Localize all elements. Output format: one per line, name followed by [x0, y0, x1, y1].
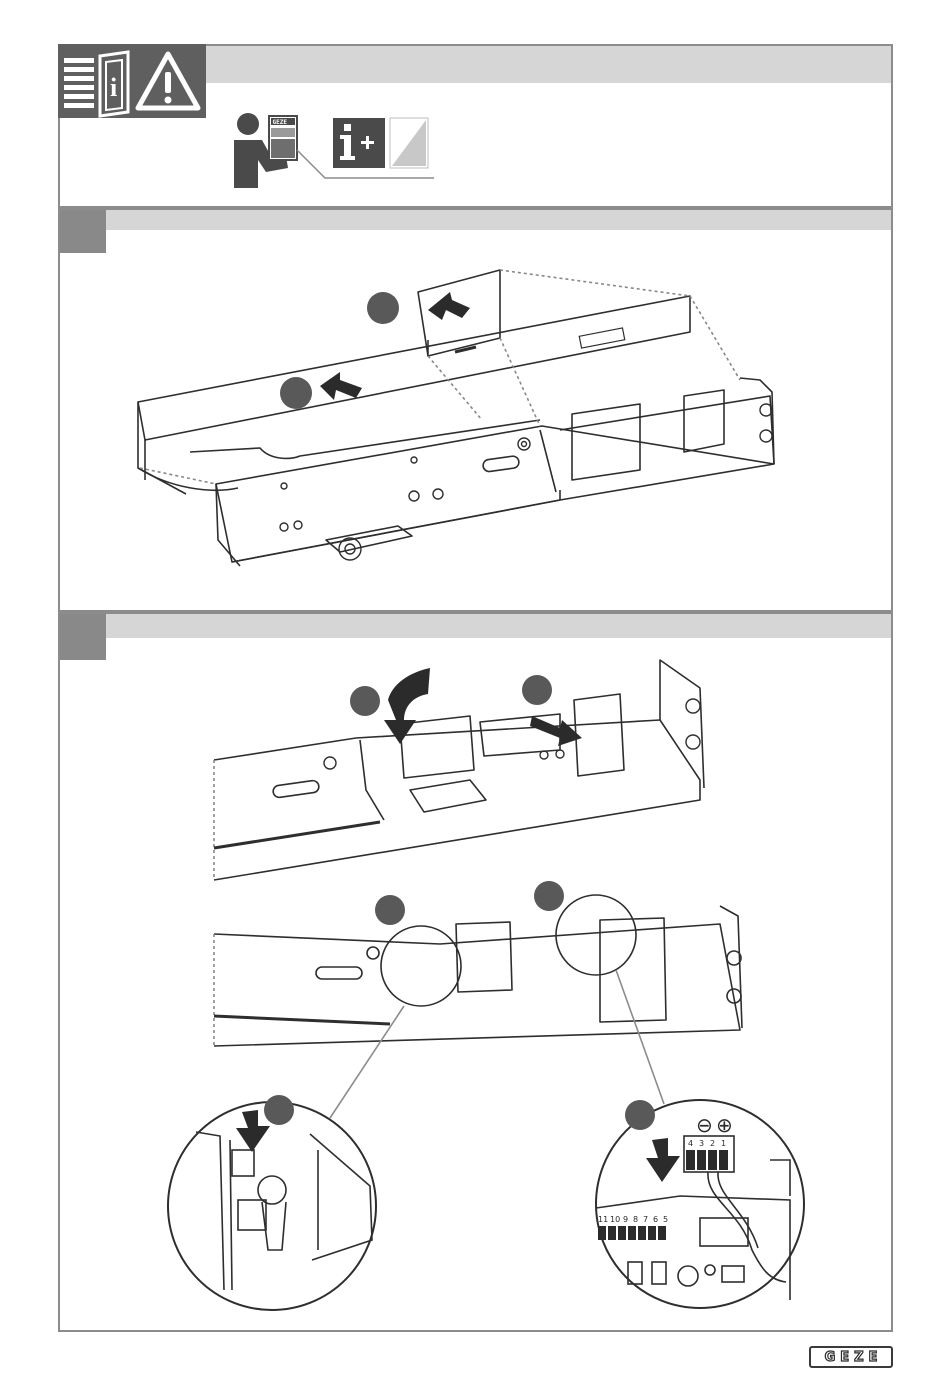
terminal-label-10: 10	[610, 1215, 620, 1224]
geze-brand-logo: GEZE	[809, 1346, 893, 1368]
detail-right: 4 3 2 1 11 10 9 8 7 6 5 ⊖ ⊕	[596, 1100, 804, 1308]
terminal-label-5: 5	[663, 1215, 668, 1224]
step-marker-5	[375, 895, 405, 925]
power-connector-label-4: 4	[688, 1139, 693, 1148]
terminal-label-11: 11	[598, 1215, 608, 1224]
terminal-label-7: 7	[643, 1215, 648, 1224]
power-connector-label-3: 3	[699, 1139, 704, 1148]
lower-unit-view	[214, 906, 742, 1046]
curved-arrow-icon	[384, 668, 430, 744]
arrow-right-icon	[530, 716, 582, 746]
step-marker-3	[350, 686, 380, 716]
terminal-label-6: 6	[653, 1215, 658, 1224]
detail-left	[168, 1095, 376, 1310]
step-marker-8	[625, 1100, 655, 1130]
zoom-circle-left	[381, 926, 461, 1006]
terminal-label-8: 8	[633, 1215, 638, 1224]
step-marker-4	[522, 675, 552, 705]
terminal-label-9: 9	[623, 1215, 628, 1224]
polarity-plus-label: ⊕	[716, 1113, 733, 1137]
upper-unit-view	[214, 660, 704, 880]
polarity-minus-label: ⊖	[696, 1113, 713, 1137]
geze-brand-text: GEZE	[820, 1350, 883, 1365]
power-connector-label-2: 2	[710, 1139, 715, 1148]
step-marker-7	[264, 1095, 294, 1125]
step-marker-6	[534, 881, 564, 911]
power-connector-label-1: 1	[721, 1139, 726, 1148]
